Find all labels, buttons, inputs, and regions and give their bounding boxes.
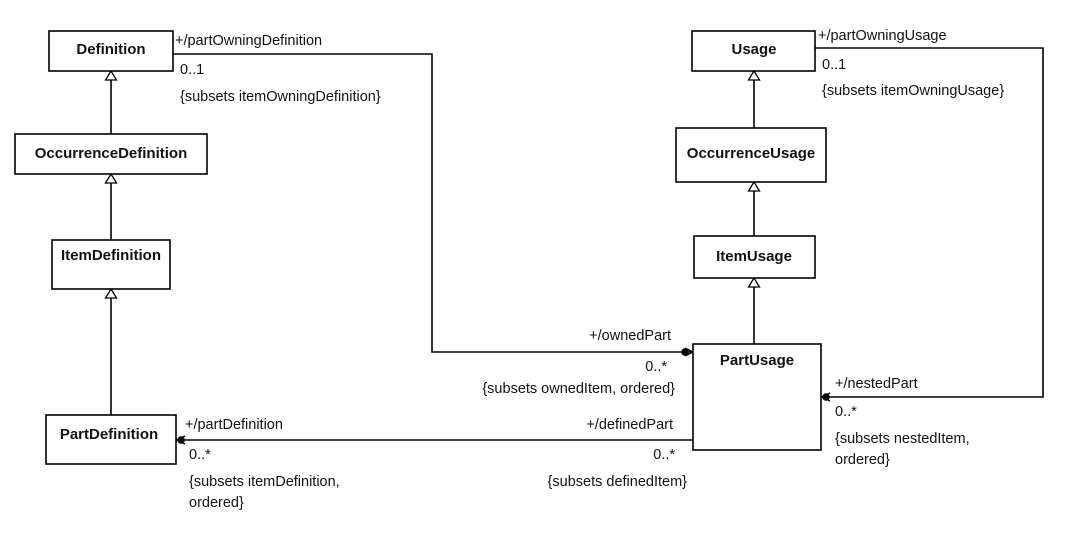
constraint-label: {subsets itemDefinition,: [189, 474, 340, 490]
composition-dot: [822, 393, 830, 401]
role-label: +/nestedPart: [835, 376, 918, 392]
constraint-label: {subsets nestedItem,: [835, 431, 970, 447]
multiplicity-label: 0..*: [835, 404, 857, 420]
generalization-triangle: [104, 287, 118, 299]
composition-dot: [177, 436, 185, 444]
class-item-usage[interactable]: ItemUsage: [693, 235, 816, 279]
generalization-triangle: [747, 276, 761, 288]
generalization-triangle: [104, 69, 118, 81]
multiplicity-label: 0..*: [653, 447, 675, 463]
constraint-label: {subsets ownedItem, ordered}: [482, 381, 675, 397]
constraint-label: ordered}: [835, 452, 890, 468]
multiplicity-label: 0..1: [180, 62, 204, 78]
multiplicity-label: 0..1: [822, 57, 846, 73]
generalization-triangle: [747, 180, 761, 192]
composition-dot: [681, 348, 689, 356]
class-usage[interactable]: Usage: [691, 30, 816, 72]
class-part-usage[interactable]: PartUsage: [692, 343, 822, 451]
class-name: PartDefinition: [60, 426, 158, 443]
class-definition[interactable]: Definition: [48, 30, 174, 72]
class-part-definition[interactable]: PartDefinition: [45, 414, 177, 465]
class-name: Definition: [76, 41, 145, 58]
multiplicity-label: 0..*: [189, 447, 211, 463]
role-label: +/partOwningDefinition: [175, 33, 322, 49]
constraint-label: {subsets itemOwningUsage}: [822, 83, 1004, 99]
role-label: +/partDefinition: [185, 417, 283, 433]
constraint-label: ordered}: [189, 495, 244, 511]
role-label: +/definedPart: [586, 417, 673, 433]
association-nested-part: [815, 47, 1044, 397]
association-owned-part: [173, 53, 693, 352]
class-occurrence-definition[interactable]: OccurrenceDefinition: [14, 133, 208, 175]
class-name: OccurrenceDefinition: [35, 145, 188, 162]
class-name: OccurrenceUsage: [687, 145, 815, 162]
constraint-label: {subsets definedItem}: [548, 474, 688, 490]
class-name: PartUsage: [720, 352, 794, 369]
multiplicity-label: 0..*: [645, 359, 667, 375]
class-name: ItemDefinition: [61, 247, 161, 264]
generalization-triangle: [747, 69, 761, 81]
class-name: Usage: [731, 41, 776, 58]
class-item-definition[interactable]: ItemDefinition: [51, 239, 171, 290]
constraint-label: {subsets itemOwningDefinition}: [180, 89, 381, 105]
generalization-triangle: [104, 172, 118, 184]
role-label: +/ownedPart: [589, 328, 671, 344]
class-name: ItemUsage: [716, 248, 792, 265]
class-occurrence-usage[interactable]: OccurrenceUsage: [675, 127, 827, 183]
role-label: +/partOwningUsage: [818, 28, 947, 44]
